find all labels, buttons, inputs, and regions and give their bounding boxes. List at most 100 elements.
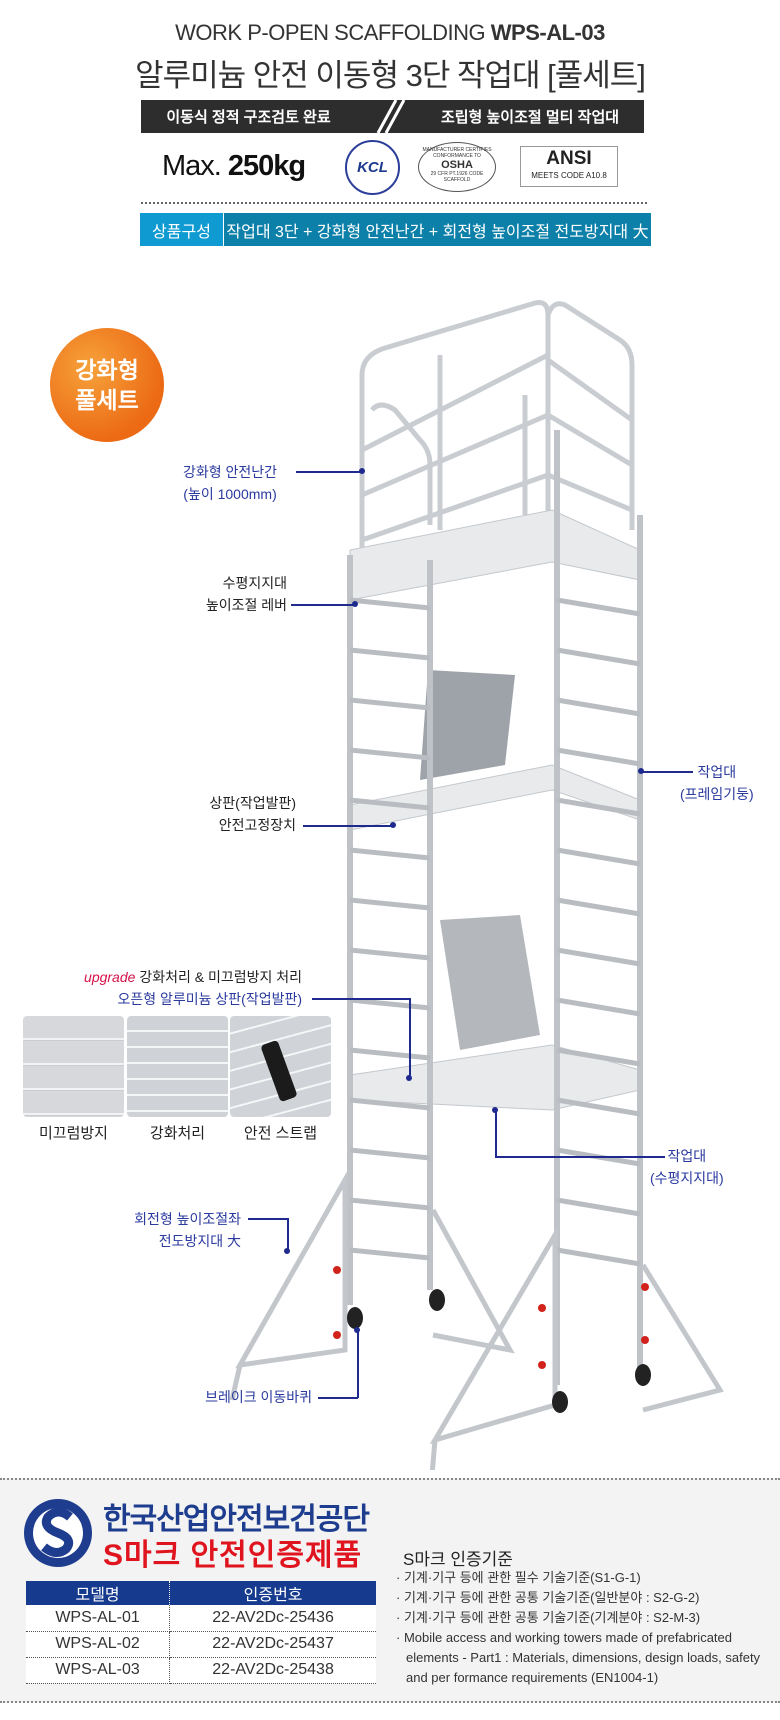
ladder-rung <box>556 747 641 767</box>
ladder-rung <box>349 597 431 611</box>
list-item: · 기계·기구 등에 관한 공통 기술기준(기계분야 : S2-M-3) <box>396 1610 701 1625</box>
callout-text: 강화형 안전난간 <box>183 464 278 480</box>
wheels <box>347 1289 651 1413</box>
callout-text: 강화처리 & 미끄럼방지 처리 <box>135 969 302 985</box>
leader-dot <box>492 1107 498 1113</box>
leader-dot <box>284 1248 290 1254</box>
max-value: 250kg <box>227 150 306 182</box>
leader-line <box>357 1330 359 1398</box>
feature-multi: 조립형 높이조절 멀티 작업대 <box>440 109 620 126</box>
ansi-sub: MEETS CODE A10.8 <box>531 171 607 180</box>
ladder-rung <box>556 1197 641 1217</box>
ansi-logo: ANSI MEETS CODE A10.8 <box>520 146 618 187</box>
ladder-rung <box>349 1197 431 1211</box>
cell-cert-no: 22-AV2Dc-25436 <box>169 1605 376 1632</box>
subtitle-text: WORK P-OPEN SCAFFOLDING <box>175 20 491 45</box>
osha-logo: MANUFACTURER CERTIFIES CONFORMANCE TO OS… <box>418 142 496 192</box>
ladder-rung <box>556 597 641 617</box>
thumb-caption: 안전 스트랩 <box>243 1125 318 1142</box>
callout-text: (높이 1000mm) <box>183 486 277 502</box>
leader-line <box>495 1110 497 1156</box>
ladder-rung <box>556 1047 641 1067</box>
divider <box>141 202 647 204</box>
leader-dot <box>359 468 365 474</box>
leader-line <box>291 604 355 606</box>
osha-code: 29 CFR PT.1926 CODE <box>430 171 484 177</box>
product-subtitle: WORK P-OPEN SCAFFOLDING WPS-AL-03 <box>0 20 780 46</box>
leader-line <box>287 1218 289 1251</box>
ladder-rung <box>556 647 641 667</box>
callout-frame: 작업대(프레임기둥) <box>680 761 754 805</box>
ansi-text: ANSI <box>546 148 592 169</box>
ladder-rung <box>349 1147 431 1161</box>
s-mark-title: S마크 안전인증제품 <box>103 1539 363 1572</box>
max-label: Max. <box>162 150 222 182</box>
osha-top: MANUFACTURER CERTIFIES <box>422 147 492 153</box>
thumb-caption: 미끄럼방지 <box>38 1125 108 1142</box>
thumb-anti-slip <box>23 1016 124 1117</box>
strap-icon <box>260 1039 298 1103</box>
osha-bottom: SCAFFOLD <box>443 177 471 183</box>
callout-text: 회전형 높이조절좌 <box>134 1211 241 1227</box>
leader-dot <box>406 1075 412 1081</box>
ladder-rung <box>349 797 431 811</box>
leader-line <box>641 771 693 773</box>
leader-line <box>318 1397 358 1399</box>
badge-line2: 풀세트 <box>75 387 139 413</box>
callout-guardrail: 강화형 안전난간 (높이 1000mm) <box>183 461 277 505</box>
list-item: · 기계·기구 등에 관한 필수 기술기준(S1-G-1) <box>396 1570 641 1585</box>
ladder-rung <box>556 1097 641 1117</box>
callout-wheel: 브레이크 이동바퀴 <box>205 1389 312 1405</box>
thumb-reinforced <box>127 1016 228 1117</box>
standards-list: · 기계·기구 등에 관한 필수 기술기준(S1-G-1) · 기계·기구 등에… <box>396 1568 766 1688</box>
standards-title: S마크 인증기준 <box>403 1550 513 1569</box>
callout-text: 작업대 <box>697 764 737 780</box>
ladder-rung <box>556 997 641 1017</box>
ladder-rung <box>556 1247 641 1267</box>
callout-text: 작업대 <box>667 1148 707 1164</box>
ladder-rung <box>349 847 431 861</box>
ladder-rung <box>349 1247 431 1261</box>
full-set-badge: 강화형 풀세트 <box>50 328 164 442</box>
leader-dot <box>352 601 358 607</box>
kcl-text: KCL <box>357 159 388 176</box>
guardrail <box>359 300 635 555</box>
platforms <box>349 509 641 1111</box>
leader-line <box>312 998 410 1000</box>
feature-structural: 이동식 정적 구조검토 완료 <box>166 109 331 126</box>
leader-dot <box>638 768 644 774</box>
cell-cert-no: 22-AV2Dc-25438 <box>169 1657 376 1684</box>
kit-value: 작업대 3단 + 강화형 안전난간 + 회전형 높이조절 전도방지대 大 <box>224 213 651 246</box>
model-code: WPS-AL-03 <box>490 20 606 45</box>
cell-model: WPS-AL-03 <box>26 1657 171 1684</box>
cell-cert-no: 22-AV2Dc-25437 <box>169 1631 376 1658</box>
leader-line <box>248 1218 288 1220</box>
leader-line <box>303 825 393 827</box>
callout-text: (수평지지대) <box>650 1170 724 1186</box>
ladder-rung <box>556 847 641 867</box>
ladder-rung <box>349 997 431 1011</box>
ladder-rungs <box>349 597 641 1267</box>
callout-text: 높이조절 레버 <box>205 597 287 613</box>
upgrade-tag: upgrade <box>84 969 136 985</box>
ladder-rung <box>556 947 641 967</box>
ladder-rung <box>349 1047 431 1061</box>
scaffold-illustration <box>229 300 724 1470</box>
callout-lock: 상판(작업발판)안전고정장치 <box>190 792 296 836</box>
s-mark-logo <box>24 1499 92 1567</box>
ladder-rung <box>556 797 641 817</box>
ladder-rung <box>349 747 431 761</box>
max-load: Max. 250kg <box>162 150 306 183</box>
callout-upgrade: upgrade 강화처리 & 미끄럼방지 처리 <box>40 966 302 988</box>
callout-text: 수평지지대 <box>222 575 287 591</box>
leader-line <box>495 1156 665 1158</box>
ladder-rung <box>349 647 431 661</box>
cell-model: WPS-AL-01 <box>26 1605 171 1632</box>
callout-text: 상판(작업발판) <box>209 795 296 811</box>
ladder-rung <box>349 697 431 711</box>
